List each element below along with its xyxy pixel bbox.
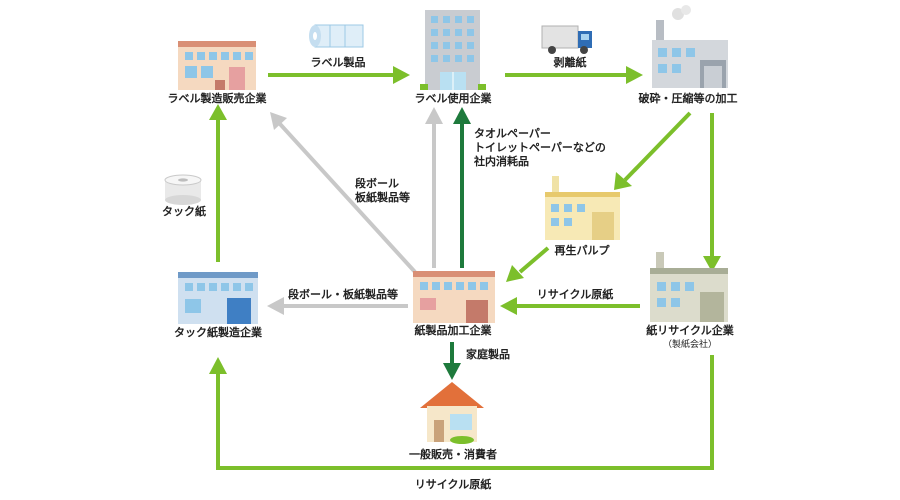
arrowhead	[209, 357, 227, 374]
crusher-factory-icon	[652, 5, 728, 88]
label-maker-building-icon	[178, 41, 256, 90]
arrow-cardboard-to-maker	[278, 122, 417, 274]
house-icon	[420, 382, 484, 444]
arrowhead	[703, 256, 721, 272]
arrowhead	[500, 297, 517, 315]
arrow-recycled-paper-loop	[216, 355, 714, 470]
edge-release-paper: 剥離紙	[554, 55, 587, 69]
arrowhead	[626, 66, 643, 84]
edge-household: 家庭製品	[466, 347, 510, 361]
tack-maker-building-icon	[178, 272, 258, 324]
office-building-icon	[420, 10, 486, 90]
node-label-maker: ラベル製造販売企業	[168, 91, 268, 105]
node-pulp: 再生パルプ	[555, 243, 611, 257]
arrowhead	[270, 112, 287, 130]
paper-recycler-factory-icon	[650, 252, 728, 322]
node-paper-recycler-sub: （製紙会社）	[663, 338, 717, 350]
edge-consumables-3: 社内消耗品	[473, 154, 529, 168]
node-consumer: 一般販売・消費者	[409, 447, 497, 461]
tack-paper-roll-icon	[164, 174, 202, 205]
paper-processor-building-icon	[413, 271, 495, 323]
arrowhead	[267, 297, 284, 315]
node-tack-paper: タック紙	[162, 204, 206, 218]
edge-recycled-paper: リサイクル原紙	[537, 287, 613, 301]
edge-consumables-1: タオルペーパー	[474, 127, 551, 140]
edge-consumables-2: トイレットペーパーなどの	[474, 141, 606, 154]
arrowhead	[453, 107, 471, 124]
arrowhead	[506, 265, 524, 282]
edge-cardboard-board: 段ボール・板紙製品等	[288, 287, 398, 301]
label-roll-icon	[309, 24, 364, 48]
node-tack-maker: タック紙製造企業	[174, 325, 263, 339]
arrowhead	[443, 363, 461, 380]
edge-cardboard-1: 段ボール	[355, 176, 399, 190]
arrowhead	[614, 172, 632, 190]
edge-label-product: ラベル製品	[311, 55, 366, 69]
truck-icon	[541, 25, 592, 54]
arrow-crusher-to-pulp	[623, 111, 692, 182]
arrowhead	[425, 107, 443, 124]
edge-recycled-paper-bottom: リサイクル原紙	[415, 477, 491, 491]
node-paper-recycler: 紙リサイクル企業	[646, 323, 734, 337]
arrowhead	[209, 104, 227, 120]
edge-cardboard-2: 板紙製品等	[355, 190, 410, 204]
node-paper-processor: 紙製品加工企業	[415, 323, 493, 337]
arrowhead	[393, 66, 410, 84]
node-label-user: ラベル使用企業	[415, 91, 493, 105]
arrow-pulp-to-processor	[518, 246, 550, 274]
pulp-factory-icon	[545, 176, 620, 240]
node-crusher: 破砕・圧縮等の加工	[639, 91, 738, 105]
